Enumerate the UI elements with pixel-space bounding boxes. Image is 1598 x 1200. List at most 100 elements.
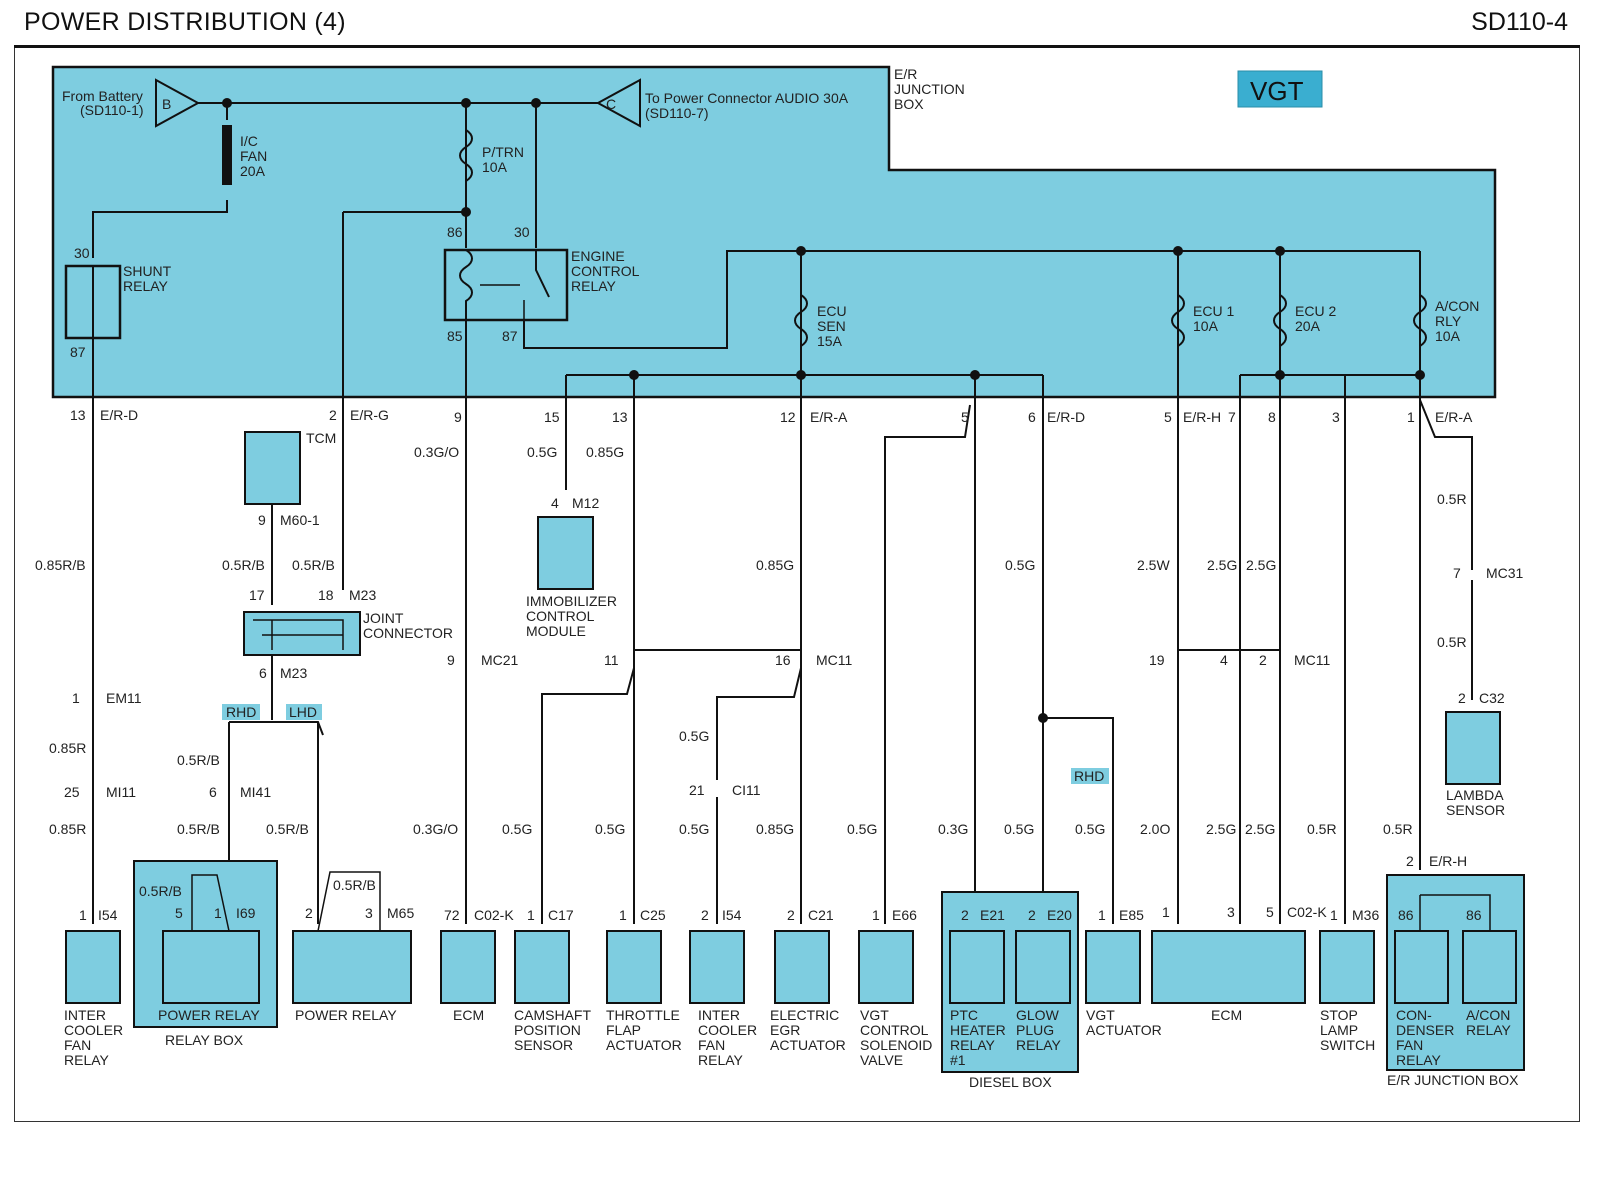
svg-text:2.5W: 2.5W: [1137, 557, 1170, 573]
fuse-label: RLY: [1435, 313, 1462, 329]
svg-text:CAMSHAFT: CAMSHAFT: [514, 1007, 591, 1023]
svg-text:0.5G: 0.5G: [502, 821, 532, 837]
svg-text:MC11: MC11: [1294, 652, 1331, 668]
svg-text:C02-K: C02-K: [1287, 904, 1327, 920]
svg-text:E/R-A: E/R-A: [810, 409, 848, 425]
svg-text:4: 4: [551, 495, 559, 511]
svg-text:M60-1: M60-1: [280, 512, 320, 528]
rhd-tag: RHD: [1074, 768, 1104, 784]
svg-text:18: 18: [318, 587, 334, 603]
svg-text:0.5R/B: 0.5R/B: [266, 821, 309, 837]
svg-text:0.5R/B: 0.5R/B: [177, 752, 220, 768]
option-tags: RHD LHD RHD: [222, 704, 1109, 784]
svg-text:0.5G: 0.5G: [527, 444, 557, 460]
svg-text:E/R-A: E/R-A: [1435, 409, 1473, 425]
svg-text:RELAY: RELAY: [64, 1052, 110, 1068]
svg-text:ECM: ECM: [1211, 1007, 1242, 1023]
svg-text:13: 13: [70, 407, 86, 423]
svg-text:4: 4: [1220, 652, 1228, 668]
svg-text:RELAY: RELAY: [698, 1052, 744, 1068]
svg-text:EGR: EGR: [770, 1022, 800, 1038]
svg-text:0.5G: 0.5G: [679, 821, 709, 837]
svg-text:M23: M23: [349, 587, 376, 603]
svg-text:SWITCH: SWITCH: [1320, 1037, 1375, 1053]
svg-text:3: 3: [1332, 409, 1340, 425]
svg-text:5: 5: [1164, 409, 1172, 425]
svg-text:1: 1: [1330, 907, 1338, 923]
svg-text:1: 1: [1407, 409, 1415, 425]
fuse-acon: A/CON RLY 10A: [1413, 294, 1479, 347]
svg-text:0.5G: 0.5G: [679, 728, 709, 744]
svg-text:POWER RELAY: POWER RELAY: [158, 1007, 260, 1023]
fuse-label: 20A: [1295, 318, 1321, 334]
svg-text:5: 5: [961, 409, 969, 425]
svg-text:6: 6: [209, 784, 217, 800]
fuse-label: A/CON: [1435, 298, 1479, 314]
svg-text:9: 9: [447, 652, 455, 668]
fuse-label: P/TRN: [482, 144, 524, 160]
svg-text:2: 2: [1458, 690, 1466, 706]
svg-text:1: 1: [1098, 907, 1106, 923]
fuse-ic-fan: I/C FAN 20A: [222, 125, 267, 185]
power-out-label: To Power Connector AUDIO 30A: [645, 90, 849, 106]
svg-text:0.5R/B: 0.5R/B: [177, 821, 220, 837]
svg-text:POSITION: POSITION: [514, 1022, 581, 1038]
jb-label-line: E/R: [894, 66, 917, 82]
svg-text:9: 9: [258, 512, 266, 528]
svg-text:DIESEL BOX: DIESEL BOX: [969, 1074, 1052, 1090]
fuse-label: FAN: [240, 148, 267, 164]
svg-text:6: 6: [259, 665, 267, 681]
svg-text:0.3G/O: 0.3G/O: [413, 821, 458, 837]
svg-text:FAN: FAN: [64, 1037, 91, 1053]
battery-label: From Battery: [62, 88, 143, 104]
svg-text:CONTROL: CONTROL: [860, 1022, 929, 1038]
battery-connector: B: [162, 96, 171, 112]
svg-text:5: 5: [1266, 904, 1274, 920]
svg-text:#1: #1: [950, 1052, 966, 1068]
svg-text:13: 13: [612, 409, 628, 425]
svg-text:16: 16: [775, 652, 791, 668]
relay-pin: 87: [70, 344, 86, 360]
svg-text:FAN: FAN: [1396, 1037, 1423, 1053]
svg-text:SOLENOID: SOLENOID: [860, 1037, 932, 1053]
svg-text:0.5R/B: 0.5R/B: [222, 557, 265, 573]
svg-text:C25: C25: [640, 907, 666, 923]
svg-text:0.3G/O: 0.3G/O: [414, 444, 459, 460]
svg-text:HEATER: HEATER: [950, 1022, 1006, 1038]
fuse-label: SEN: [817, 318, 846, 334]
power-out-ref: (SD110-7): [645, 105, 709, 121]
diagram-frame: [14, 48, 1580, 1122]
fuse-label: ECU 2: [1295, 303, 1336, 319]
svg-text:THROTTLE: THROTTLE: [606, 1007, 680, 1023]
svg-text:M36: M36: [1352, 907, 1379, 923]
svg-text:11: 11: [604, 652, 619, 668]
svg-text:0.5R: 0.5R: [1307, 821, 1337, 837]
fuse-ptrn: P/TRN 10A: [459, 129, 524, 182]
page-header: POWER DISTRIBUTION (4) SD110-4: [14, 0, 1580, 48]
svg-text:COOLER: COOLER: [64, 1022, 123, 1038]
wire-labels: 0.85R/B 0.5R/B 0.5R/B 0.3G/O 0.5G 0.85G …: [35, 444, 1467, 837]
svg-text:0.5G: 0.5G: [1005, 557, 1035, 573]
svg-text:2: 2: [787, 907, 795, 923]
svg-text:1: 1: [619, 907, 627, 923]
svg-text:M23: M23: [280, 665, 307, 681]
svg-text:2.5G: 2.5G: [1206, 821, 1236, 837]
svg-text:MODULE: MODULE: [526, 623, 586, 639]
svg-text:FAN: FAN: [698, 1037, 725, 1053]
fuse-label: ECU: [817, 303, 847, 319]
svg-text:POWER RELAY: POWER RELAY: [295, 1007, 397, 1023]
svg-text:VALVE: VALVE: [860, 1052, 903, 1068]
relay-pin: 86: [447, 224, 463, 240]
relay-pin: 30: [514, 224, 530, 240]
fuse-ecu1: ECU 1 10A: [1171, 294, 1234, 347]
svg-text:RELAY: RELAY: [1396, 1052, 1442, 1068]
tcm-label: TCM: [306, 430, 336, 446]
svg-text:INTER: INTER: [64, 1007, 106, 1023]
svg-text:7: 7: [1453, 565, 1461, 581]
vgt-badge: [1237, 70, 1323, 108]
svg-text:0.5R/B: 0.5R/B: [333, 877, 376, 893]
battery-input: From Battery (SD110-1) B: [62, 78, 201, 128]
